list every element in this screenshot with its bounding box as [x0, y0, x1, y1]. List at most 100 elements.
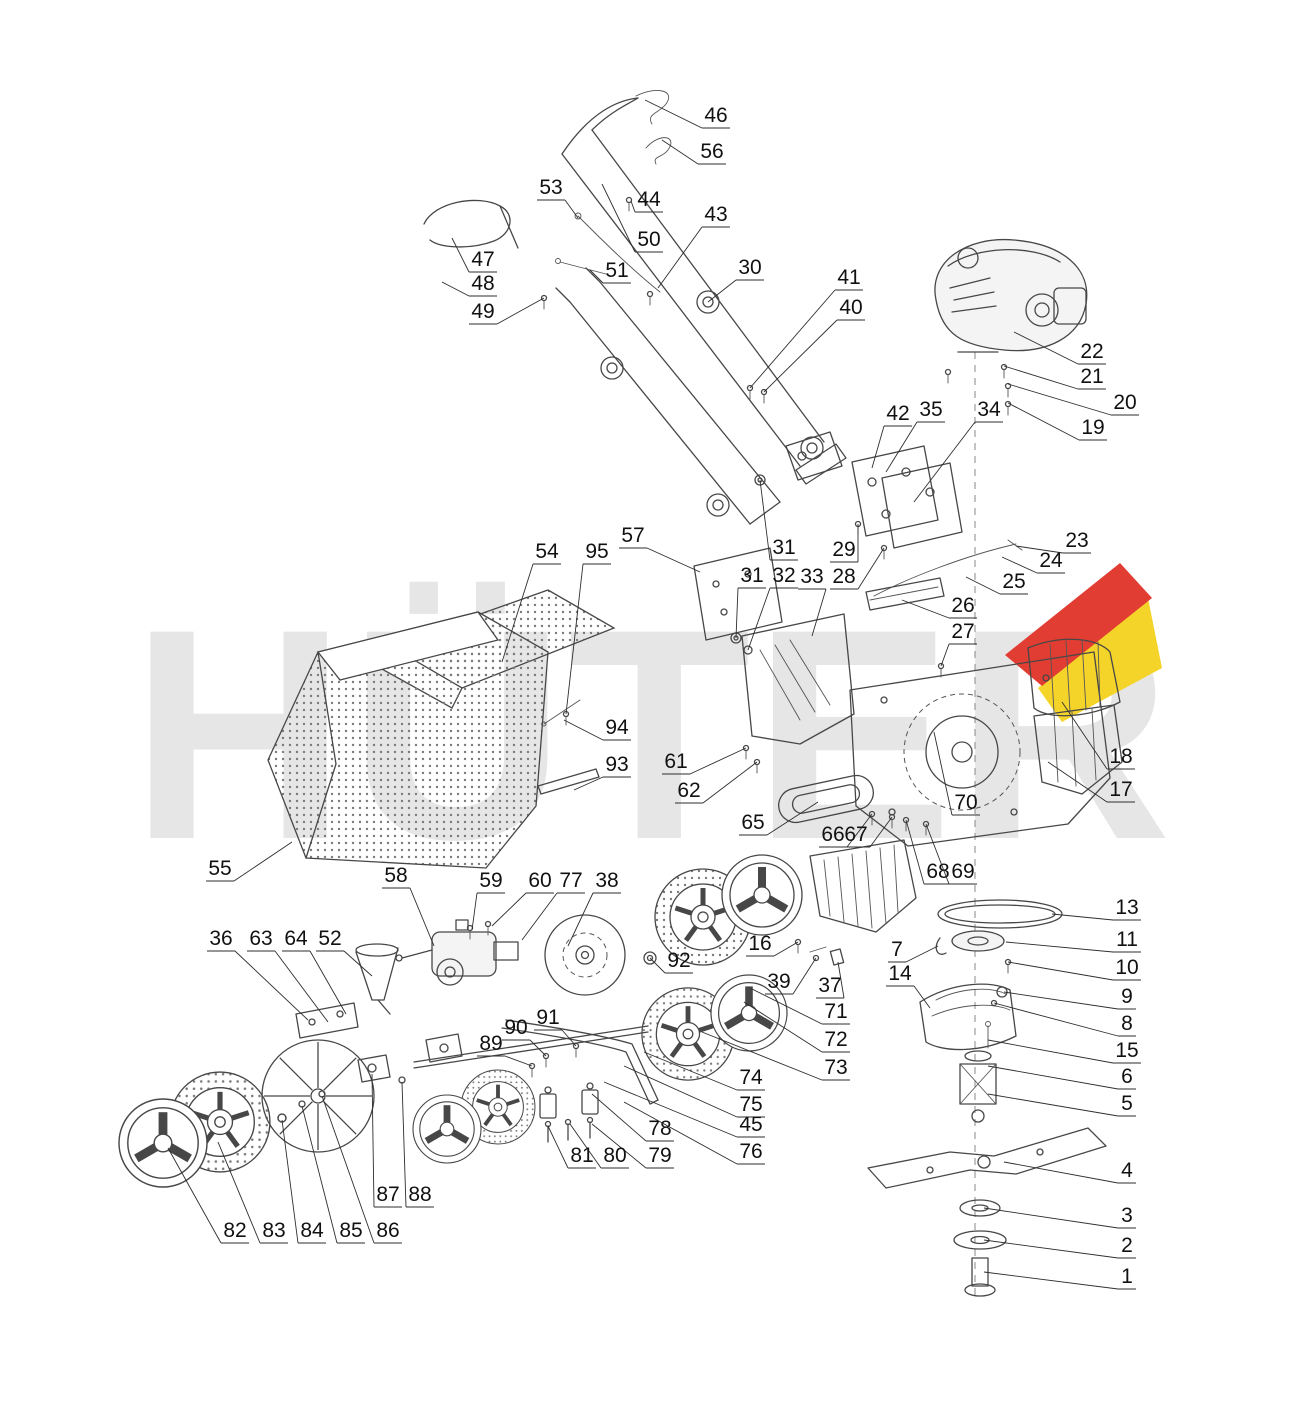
part-number-61: 61: [664, 750, 687, 773]
leader-line: [563, 719, 604, 741]
leader-line: [501, 563, 534, 663]
part-number-66: 66: [821, 823, 844, 846]
screw-icon: [528, 1062, 536, 1070]
part-number-87: 87: [376, 1183, 399, 1206]
part-number-44: 44: [637, 188, 661, 211]
part-number-75: 75: [739, 1093, 762, 1116]
part-number-28: 28: [832, 565, 855, 588]
part-number-72: 72: [824, 1028, 847, 1051]
part-number-38: 38: [595, 869, 618, 892]
part-number-67: 67: [844, 823, 867, 846]
leader-line: [993, 1002, 1119, 1037]
leader-line: [846, 813, 873, 848]
screw-icon: [484, 920, 492, 928]
part-number-7: 7: [891, 938, 903, 961]
rear-panel-drawing: [730, 474, 855, 745]
leader-line: [1051, 913, 1114, 921]
star-knob-hub: [712, 499, 724, 511]
part-number-34: 34: [977, 398, 1001, 421]
part-number-78: 78: [648, 1117, 671, 1140]
lower-handlebar-drawing: [555, 267, 781, 525]
part-number-29: 29: [832, 538, 855, 561]
leader-line: [987, 1065, 1119, 1090]
part-number-86: 86: [376, 1219, 399, 1242]
leader-line: [1001, 556, 1038, 574]
rear-flap-drawing: [809, 839, 917, 933]
part-number-47: 47: [471, 248, 494, 271]
engine-drawing: [934, 238, 1088, 353]
leader-line: [657, 226, 703, 289]
screw-icon: [868, 810, 876, 818]
part-number-6: 6: [1121, 1065, 1133, 1088]
part-number-68: 68: [926, 860, 949, 883]
part-number-30: 30: [738, 256, 761, 279]
leader-line: [933, 731, 953, 816]
part-number-92: 92: [667, 949, 690, 972]
blade-adapter-drawing: [959, 1021, 997, 1123]
leader-line: [521, 892, 558, 941]
part-number-51: 51: [605, 259, 628, 282]
belt-cover-drawing: [919, 983, 1017, 1051]
part-number-15: 15: [1115, 1039, 1138, 1062]
leader-line: [1003, 365, 1079, 390]
leader-line: [589, 269, 604, 284]
part-number-64: 64: [284, 927, 308, 950]
leader-line: [1007, 402, 1080, 441]
leader-line: [321, 1095, 375, 1244]
part-number-3: 3: [1121, 1204, 1133, 1227]
knob-drawings: [600, 290, 824, 517]
screw-icon: [625, 196, 633, 204]
part-number-21: 21: [1080, 365, 1103, 388]
leader-line: [591, 1093, 647, 1142]
part-number-88: 88: [408, 1183, 431, 1206]
part-number-14: 14: [888, 962, 912, 985]
leader-line: [591, 1123, 647, 1169]
part-number-20: 20: [1113, 391, 1136, 414]
part-number-50: 50: [637, 228, 660, 251]
leader-line: [983, 1271, 1119, 1290]
leader-line: [561, 1029, 577, 1047]
part-number-62: 62: [677, 779, 700, 802]
bail-handle-drawing: [423, 199, 519, 249]
side-covers-drawing: [1027, 638, 1123, 795]
screw-icon: [1004, 382, 1012, 390]
leader-line: [1015, 545, 1064, 554]
leader-line: [1003, 991, 1119, 1010]
belt-drawing: [935, 899, 1063, 955]
leader-line: [567, 892, 594, 947]
part-number-37: 37: [818, 974, 841, 997]
screw-icon: [542, 1052, 550, 1060]
leader-line: [496, 297, 545, 325]
screw-icon: [880, 544, 888, 552]
leader-line: [547, 1125, 569, 1169]
wheel-rim-drawing: [722, 855, 802, 935]
deck-drawing: [849, 651, 1111, 847]
leader-line: [646, 547, 701, 573]
screw-icon: [540, 294, 548, 302]
part-number-81: 81: [570, 1144, 593, 1167]
part-number-16: 16: [748, 932, 771, 955]
leader-line: [763, 319, 838, 393]
part-number-36: 36: [209, 927, 232, 950]
leader-line: [644, 99, 703, 129]
leader-line: [759, 479, 771, 561]
part-number-27: 27: [951, 620, 974, 643]
leader-line: [905, 819, 925, 885]
leader-line: [603, 1081, 738, 1138]
funnel-drawing: [295, 943, 399, 1039]
part-number-54: 54: [535, 540, 559, 563]
leader-line: [837, 961, 845, 999]
leader-line: [857, 547, 885, 590]
leader-line: [792, 957, 817, 995]
leader-line: [573, 776, 604, 791]
wheel-rim-drawing: [119, 1099, 207, 1187]
part-number-5: 5: [1121, 1092, 1133, 1115]
leader-line: [749, 289, 836, 389]
star-knob-icon: [600, 356, 624, 380]
leader-line: [913, 985, 931, 1009]
part-number-4: 4: [1121, 1159, 1133, 1182]
leader-line: [623, 1101, 738, 1165]
screw-icon: [922, 820, 930, 828]
screw-icon: [888, 813, 896, 821]
leader-line: [940, 643, 950, 667]
